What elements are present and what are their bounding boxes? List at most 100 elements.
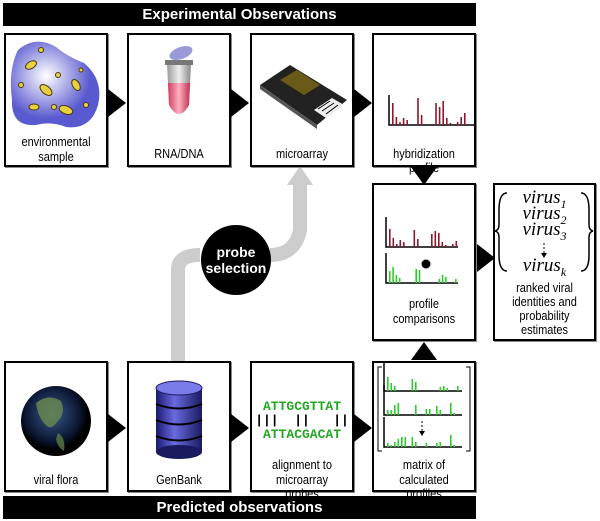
ranked-viral-identities-box: virus1 virus2 virus3 virusk ranked viral…: [493, 183, 596, 341]
profile-bar: [438, 279, 441, 283]
profile-bar: [453, 413, 456, 415]
profile-bar: [415, 442, 417, 447]
matrix-label-2: calculated profiles: [399, 473, 449, 501]
profile-bar: [442, 101, 444, 125]
profile-bar: [420, 115, 423, 125]
profile-bar: [401, 437, 403, 447]
profile-axis: [388, 95, 474, 126]
profile-bar: [457, 386, 459, 391]
experimental-observations-banner: Experimental Observations: [3, 3, 476, 26]
profile-bar: [417, 98, 419, 125]
profile-bar: [394, 442, 396, 447]
profile-axis: [383, 363, 462, 392]
database-icon: [155, 380, 203, 459]
profile-bar: [439, 387, 442, 391]
probe-selection-label-1: probe: [216, 244, 256, 260]
matrix-box: matrix of calculated profiles: [372, 361, 476, 501]
profile-bar: [392, 238, 395, 247]
profile-bar: [431, 234, 433, 247]
profile-comparisons-label-2: comparisons: [392, 312, 456, 326]
ranked-label-3: probability: [519, 309, 570, 323]
profile-comparisons-box: profile comparisons: [372, 183, 476, 341]
profile-bar: [411, 379, 414, 391]
profile-bar: [436, 443, 438, 447]
profile-bar: [390, 410, 393, 415]
profile-bar: [396, 244, 398, 247]
profile-bar: [441, 275, 444, 283]
predicted-observations-banner: Predicted observations: [3, 496, 476, 519]
viral-flora-box: viral flora: [4, 361, 108, 492]
microarray-chip-icon: [260, 65, 347, 129]
microarray-box: microarray: [250, 33, 354, 167]
profile-bar: [450, 435, 452, 447]
profile-bar: [441, 242, 444, 247]
profile-bar: [425, 409, 428, 415]
probe-selection-node: probe selection: [201, 225, 271, 295]
profile-bar: [403, 242, 405, 247]
virus-3: virus3: [522, 219, 567, 243]
profile-bar: [434, 231, 437, 247]
environmental-sample-label-1: environmental: [21, 135, 91, 149]
virus-k: virusk: [522, 255, 567, 279]
profile-bar: [429, 409, 431, 415]
profile-bar: [404, 437, 407, 447]
profile-bar: [389, 271, 391, 283]
rna-dna-label: RNA/DNA: [154, 147, 204, 161]
arrow-right-icon: [108, 89, 126, 117]
environmental-sample-box: environmental sample: [4, 33, 108, 167]
profile-bar: [435, 103, 437, 125]
profile-bar: [439, 410, 442, 415]
environmental-sample-label-2: sample: [38, 150, 74, 164]
profile-axis: [385, 253, 458, 284]
profile-bar: [397, 439, 400, 447]
profile-bar: [445, 245, 447, 247]
profile-bar: [390, 383, 393, 391]
ranked-label-1: ranked viral: [516, 281, 573, 295]
arrow-down-icon: [411, 167, 437, 185]
profile-bar: [443, 386, 445, 391]
profile-bar: [438, 233, 440, 247]
sequence-match: ||| || ||: [255, 413, 349, 428]
profile-bar: [392, 103, 394, 125]
profile-bar: [406, 120, 408, 125]
alignment-label-2: microarray probes: [276, 473, 328, 501]
profile-bar: [417, 239, 419, 247]
sequence-bottom: ATTACGACAT: [262, 427, 341, 442]
profile-bar: [394, 405, 396, 415]
profile-bar: [415, 382, 417, 391]
microarray-label: microarray: [276, 147, 328, 161]
profile-bar: [460, 117, 462, 125]
profile-bar: [464, 113, 466, 125]
profile-bar: [402, 118, 405, 125]
profile-bar: [449, 123, 452, 125]
profile-bar: [398, 278, 401, 283]
dot-operator-icon: [421, 259, 431, 269]
bar-profile-icon: [388, 95, 474, 126]
brace-icon: [495, 192, 594, 272]
environmental-sample-icon: [10, 41, 100, 128]
profile-bar: [387, 443, 389, 447]
profile-bar: [425, 443, 428, 447]
profile-bar: [415, 405, 417, 415]
profile-bar: [390, 445, 393, 447]
arrow-right-icon: [231, 414, 249, 442]
profile-bar: [397, 403, 400, 415]
profile-bar: [456, 122, 459, 125]
profile-bar: [445, 277, 447, 283]
arrow-right-icon: [477, 244, 495, 272]
profile-bar: [455, 279, 457, 283]
ranked-label-4: estimates: [520, 323, 569, 337]
genbank-box: GenBank: [127, 361, 231, 492]
viral-flora-label: viral flora: [33, 473, 79, 487]
alignment-box: ATTGCGTTAT ||| || || ATTACGACAT alignmen…: [250, 361, 354, 501]
globe-icon: [21, 386, 91, 456]
profile-bar: [392, 267, 394, 283]
matrix-label-1: matrix of: [402, 458, 446, 472]
profile-bar: [415, 269, 417, 283]
sequence-top: ATTGCGTTAT: [262, 399, 341, 414]
profile-bar: [389, 229, 391, 247]
profile-comparison-icon: [385, 217, 458, 284]
virus-2: virus2: [522, 203, 567, 227]
profile-axis: [385, 217, 458, 248]
